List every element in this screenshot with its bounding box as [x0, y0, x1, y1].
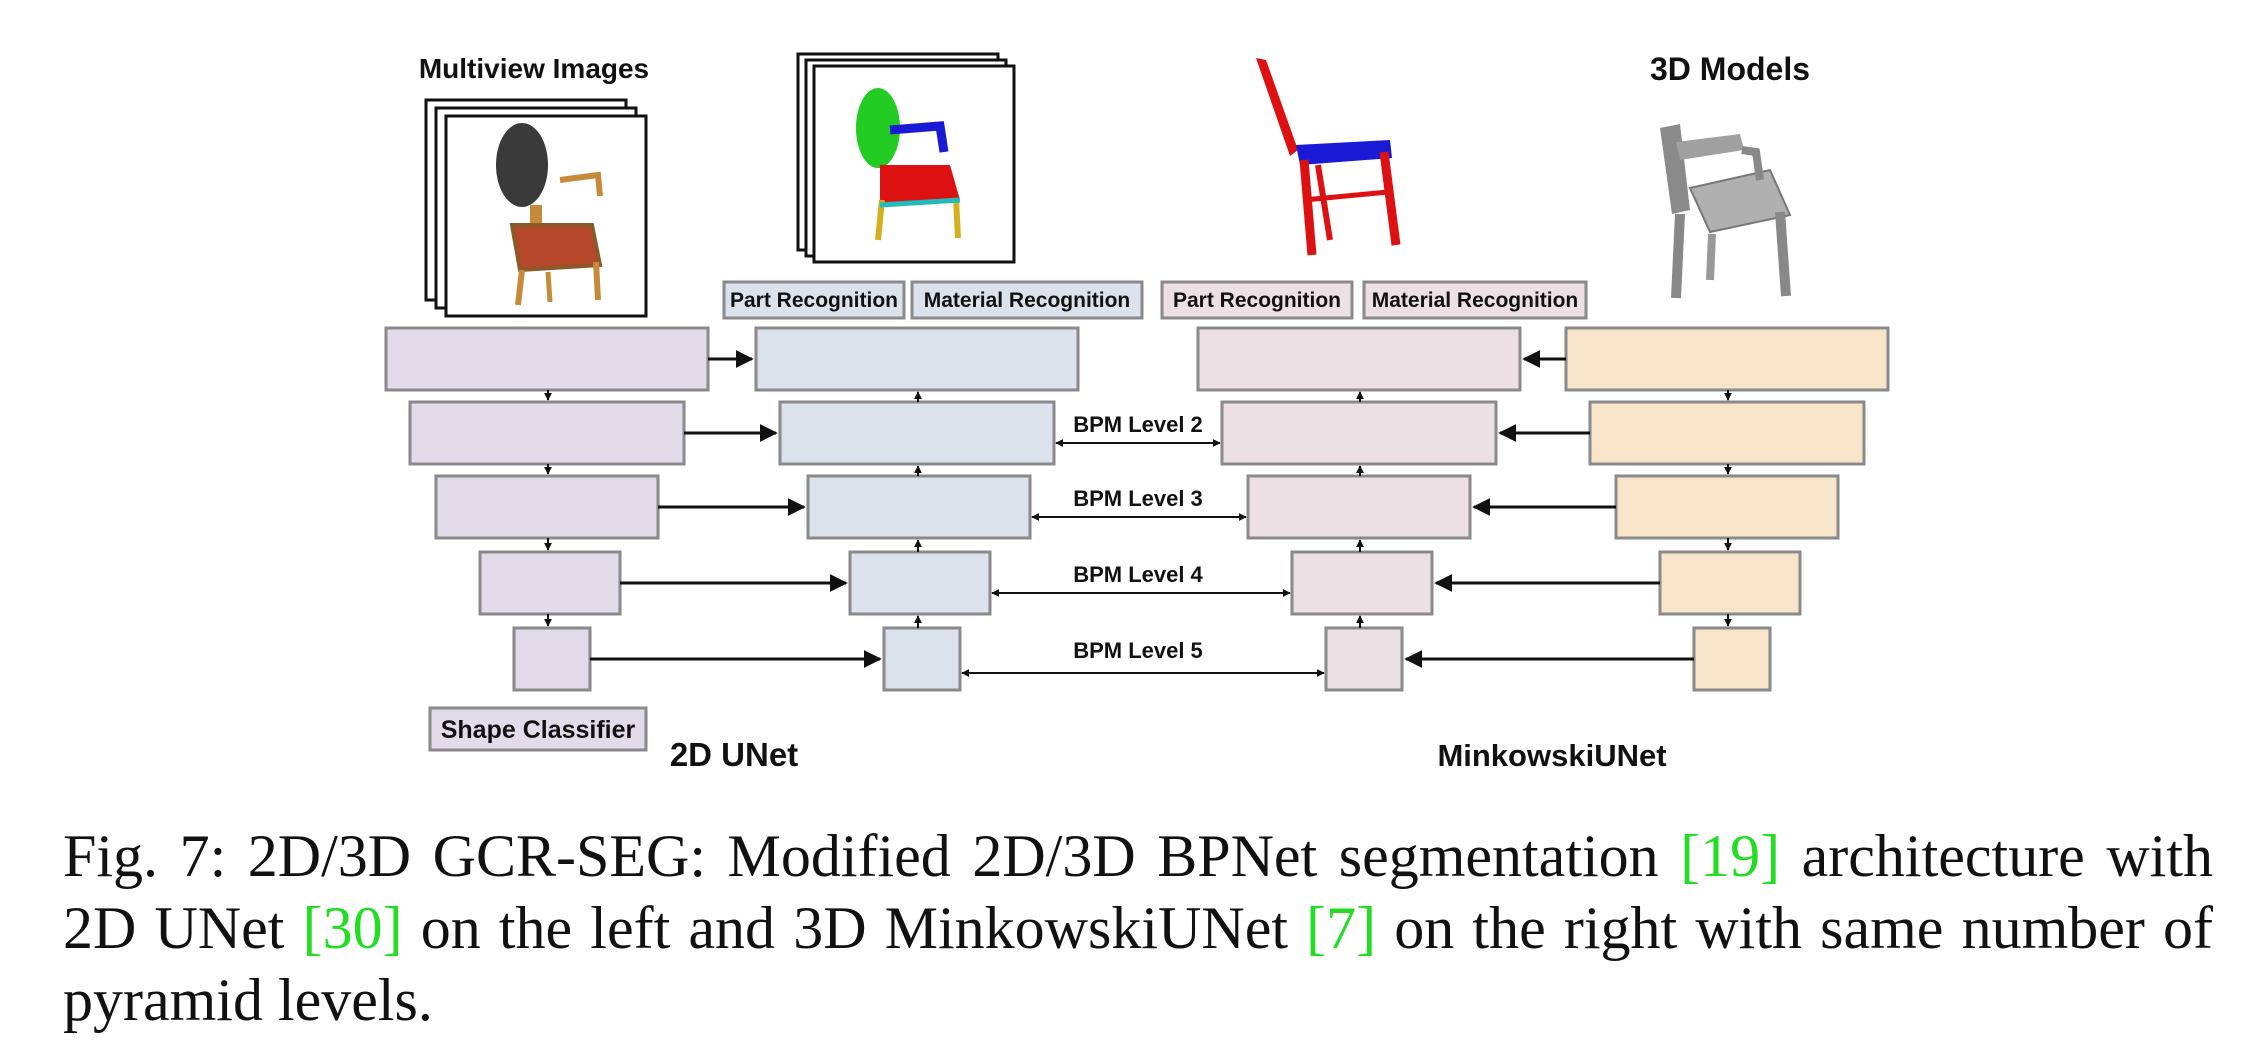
multiview-images-label: Multiview Images — [419, 53, 649, 84]
encoder-2d-level-4 — [478, 550, 622, 616]
encoder-2d-level-3 — [434, 474, 660, 540]
bpm-level-3-label: BPM Level 3 — [1073, 486, 1203, 511]
encoder-2d-level-5 — [512, 626, 592, 692]
svg-text:Part Recognition: Part Recognition — [1173, 289, 1341, 312]
architecture-diagram: Multiview Images 3D Models — [384, 51, 1890, 773]
svg-text:Material Recognition: Material Recognition — [1372, 289, 1579, 312]
bpm-level-4-label: BPM Level 4 — [1073, 562, 1203, 587]
decoder-3d-level-2 — [1220, 400, 1498, 466]
material-recognition-3d-tag: Material Recognition — [1362, 280, 1588, 320]
decoder-3d-level-3 — [1246, 474, 1472, 540]
decoder-3d — [1196, 326, 1522, 692]
svg-text:Part Recognition: Part Recognition — [730, 289, 898, 312]
skip-connections-3d — [1404, 350, 1694, 668]
encoder-3d-level-3 — [1614, 474, 1840, 540]
material-recognition-2d-tag: Material Recognition — [910, 280, 1144, 320]
encoder-3d — [1564, 326, 1890, 692]
figure-caption: Fig. 7: 2D/3D GCR-SEG: Modified 2D/3D BP… — [63, 820, 2213, 1036]
decoder-3d-level-1 — [1196, 326, 1522, 392]
decoder-2d — [754, 326, 1080, 692]
caption-text-4: on the right with same number of pyramid… — [63, 895, 2213, 1033]
caption-text-3: on the left and 3D MinkowskiUNet — [402, 895, 1307, 961]
decoder-2d-level-4 — [848, 550, 992, 616]
chair-point-cloud-icon — [1256, 58, 1401, 256]
encoder-3d-level-2 — [1588, 400, 1866, 466]
bpm-level-2-label: BPM Level 2 — [1073, 412, 1203, 437]
chair-3d-model-icon — [1660, 124, 1792, 299]
encoder-2d-level-2 — [408, 400, 686, 466]
decoder-2d-level-1 — [754, 326, 1080, 392]
shape-classifier-tag: Shape Classifier — [428, 706, 648, 752]
chair-photo-stack-icon — [424, 98, 648, 318]
encoder-2d — [384, 326, 710, 692]
skip-connections-2d — [590, 350, 882, 668]
decoder-3d-level-4 — [1290, 550, 1434, 616]
bpm-links — [961, 439, 1325, 677]
encoder-2d-level-1 — [384, 326, 710, 392]
bpm-level-5-label: BPM Level 5 — [1073, 638, 1203, 663]
unet-2d-label: 2D UNet — [670, 736, 798, 773]
citation-7-link[interactable]: [7] — [1306, 895, 1377, 961]
decoder-2d-level-3 — [806, 474, 1032, 540]
decoder-2d-level-2 — [778, 400, 1056, 466]
decoder-2d-level-5 — [882, 626, 962, 692]
3d-models-label: 3D Models — [1650, 51, 1810, 87]
citation-30-link[interactable]: [30] — [302, 895, 403, 961]
encoder-3d-level-1 — [1564, 326, 1890, 392]
caption-text-1: Fig. 7: 2D/3D GCR-SEG: Modified 2D/3D BP… — [63, 823, 1681, 889]
chair-segmentation-stack-icon — [796, 52, 1016, 264]
caption-text-2: architecture with 2D UNet — [63, 823, 2214, 961]
svg-text:Shape Classifier: Shape Classifier — [441, 716, 636, 744]
minkowski-unet-label: MinkowskiUNet — [1437, 738, 1666, 773]
encoder-3d-level-5 — [1692, 626, 1772, 692]
svg-text:Material Recognition: Material Recognition — [924, 289, 1131, 312]
part-recognition-3d-tag: Part Recognition — [1160, 280, 1354, 320]
citation-19-link[interactable]: [19] — [1680, 823, 1781, 889]
part-recognition-2d-tag: Part Recognition — [722, 280, 906, 320]
encoder-3d-level-4 — [1658, 550, 1802, 616]
decoder-3d-level-5 — [1324, 626, 1404, 692]
